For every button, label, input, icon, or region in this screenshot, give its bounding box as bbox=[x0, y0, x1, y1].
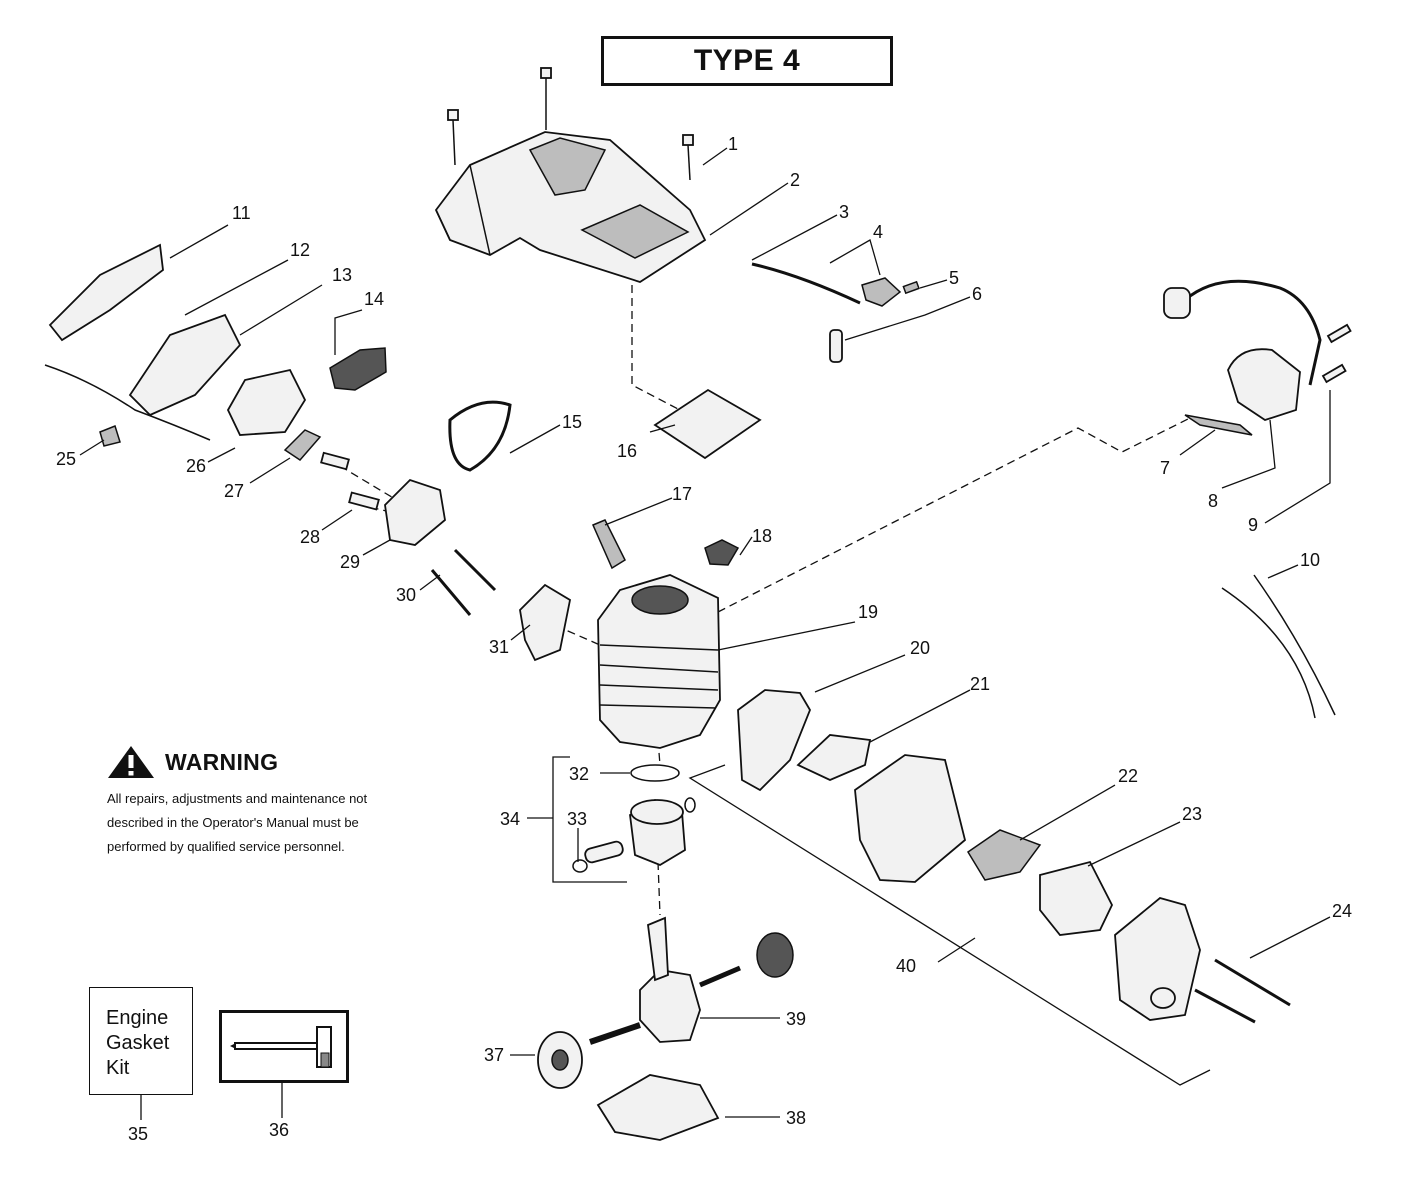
warning-line: All repairs, adjustments and maintenance… bbox=[107, 791, 368, 806]
part-number-19: 19 bbox=[858, 602, 878, 622]
part-number-39: 39 bbox=[786, 1009, 806, 1029]
warning-block: WARNING All repairs, adjustments and mai… bbox=[107, 745, 437, 859]
carburetor-parts bbox=[44, 313, 322, 461]
ignition-module-part bbox=[1163, 279, 1352, 436]
piston-kit-bracket bbox=[552, 756, 627, 883]
leader-lines bbox=[79, 147, 1331, 1120]
part-number-31: 31 bbox=[489, 637, 509, 657]
part-number-10: 10 bbox=[1300, 550, 1320, 570]
warning-header: WARNING bbox=[107, 745, 437, 779]
part-number-4: 4 bbox=[873, 222, 883, 242]
assembly-lines bbox=[339, 285, 1191, 916]
part-number-2: 2 bbox=[790, 170, 800, 190]
part-number-35: 35 bbox=[128, 1124, 148, 1144]
air-filter-part bbox=[48, 243, 164, 342]
muffler-cover-part bbox=[1114, 897, 1291, 1024]
cover-screw-parts bbox=[447, 67, 694, 181]
part-number-25: 25 bbox=[56, 449, 76, 469]
warning-message: All repairs, adjustments and maintenance… bbox=[107, 787, 437, 859]
part-number-28: 28 bbox=[300, 527, 320, 547]
wire-harness-part bbox=[1221, 574, 1336, 719]
part-number-9: 9 bbox=[1248, 515, 1258, 535]
piston-assembly-parts bbox=[572, 764, 696, 873]
decompression-valve-part bbox=[704, 539, 740, 566]
kit-label-line: Kit bbox=[106, 1057, 130, 1079]
part-number-36: 36 bbox=[269, 1120, 289, 1140]
part-number-32: 32 bbox=[569, 764, 589, 784]
type-title: TYPE 4 bbox=[601, 36, 893, 86]
part-number-21: 21 bbox=[970, 674, 990, 694]
part-number-labels: 1 2 3 4 5 6 7 8 9 10 11 12 13 14 15 16 1… bbox=[56, 134, 1352, 1144]
part-number-23: 23 bbox=[1182, 804, 1202, 824]
intake-manifold-parts bbox=[320, 451, 572, 662]
kit-label-line: Gasket bbox=[106, 1032, 170, 1054]
part-number-12: 12 bbox=[290, 240, 310, 260]
part-number-33: 33 bbox=[567, 809, 587, 829]
boot-ring-part bbox=[448, 400, 512, 472]
part-number-40: 40 bbox=[896, 956, 916, 976]
warning-line: performed by qualified service personnel… bbox=[107, 839, 345, 854]
part-number-17: 17 bbox=[672, 484, 692, 504]
part-number-30: 30 bbox=[396, 585, 416, 605]
warning-triangle-icon bbox=[108, 746, 154, 778]
part-number-13: 13 bbox=[332, 265, 352, 285]
clutch-drum-part bbox=[537, 1031, 583, 1089]
part-number-34: 34 bbox=[500, 809, 520, 829]
part-number-15: 15 bbox=[562, 412, 582, 432]
part-number-29: 29 bbox=[340, 552, 360, 572]
decal-part bbox=[653, 388, 762, 460]
muffler-gasket-parts bbox=[737, 689, 872, 792]
gasket-set-leader bbox=[688, 764, 1211, 1086]
part-number-16: 16 bbox=[617, 441, 637, 461]
part-number-26: 26 bbox=[186, 456, 206, 476]
part-number-3: 3 bbox=[839, 202, 849, 222]
part-number-18: 18 bbox=[752, 526, 772, 546]
part-number-37: 37 bbox=[484, 1045, 504, 1065]
part-number-5: 5 bbox=[949, 268, 959, 288]
part-number-1: 1 bbox=[728, 134, 738, 154]
part-number-6: 6 bbox=[972, 284, 982, 304]
part-number-8: 8 bbox=[1208, 491, 1218, 511]
tool-box bbox=[219, 1010, 349, 1083]
part-number-7: 7 bbox=[1160, 458, 1170, 478]
spark-plug-part bbox=[592, 519, 626, 570]
crankcase-part bbox=[596, 1074, 720, 1141]
combination-wrench-icon bbox=[230, 1026, 332, 1068]
part-number-38: 38 bbox=[786, 1108, 806, 1128]
part-number-22: 22 bbox=[1118, 766, 1138, 786]
engine-gasket-kit-box: Engine Gasket Kit bbox=[89, 987, 193, 1095]
cylinder-part bbox=[597, 574, 721, 749]
top-cover-part bbox=[434, 131, 707, 283]
part-number-24: 24 bbox=[1332, 901, 1352, 921]
kit-label-line: Engine bbox=[106, 1007, 169, 1029]
part-number-20: 20 bbox=[910, 638, 930, 658]
intake-boot-part bbox=[329, 347, 387, 391]
part-number-11: 11 bbox=[232, 203, 251, 223]
fuel-line-part bbox=[751, 262, 920, 363]
warning-line: described in the Operator's Manual must … bbox=[107, 815, 359, 830]
part-number-27: 27 bbox=[224, 481, 244, 501]
crankshaft-part bbox=[589, 916, 794, 1045]
muffler-body-part bbox=[854, 754, 1114, 936]
part-number-14: 14 bbox=[364, 289, 384, 309]
warning-heading: WARNING bbox=[165, 748, 279, 775]
